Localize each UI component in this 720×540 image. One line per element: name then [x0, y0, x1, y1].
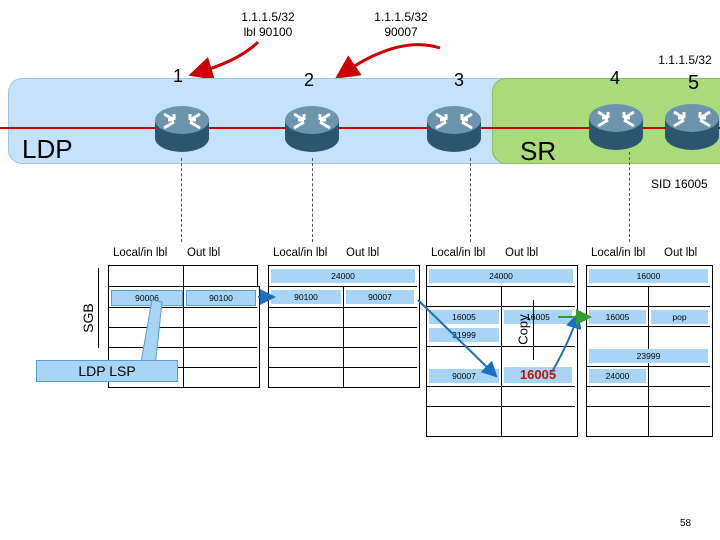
curve-arrow-left	[188, 40, 260, 81]
table3-rowline	[427, 306, 575, 307]
dashed-line-2	[312, 158, 313, 242]
table2-rowline	[269, 367, 417, 368]
table2-rowline	[269, 286, 417, 287]
table3-header-out: Out lbl	[505, 247, 539, 259]
label-table-3: 24000 16005 16005 31999 90007 16005	[426, 265, 578, 437]
table3-row-out-copied: 16005	[504, 367, 572, 383]
table4-rowline	[587, 386, 710, 387]
table4-header-local: Local/in lbl	[591, 247, 646, 259]
table2-header-out: Out lbl	[346, 247, 380, 259]
table1-header-out: Out lbl	[187, 247, 221, 259]
router-number-1: 1	[173, 66, 184, 86]
dashed-line-1	[181, 158, 182, 242]
table2-row-local: 90100	[271, 290, 341, 304]
arrow-copy	[551, 312, 582, 373]
table4-row-srgb-end: 23999	[589, 349, 708, 363]
table1-rowline	[109, 347, 257, 348]
table1-row-local: 90006	[111, 290, 183, 306]
label-text: lbl 90100	[243, 25, 293, 39]
table3-rowline	[427, 346, 575, 347]
prefix-text: 1.1.1.5/32	[241, 10, 295, 24]
table3-row-top: 24000	[429, 269, 573, 283]
table2-header-local: Local/in lbl	[273, 247, 328, 259]
table4-row-out: pop	[651, 310, 708, 324]
router-icon-2	[285, 106, 339, 152]
table2-row-top: 24000	[271, 269, 415, 283]
table3-rowline	[427, 386, 575, 387]
table1-row-out: 90100	[186, 290, 256, 306]
table4-row-top: 16000	[589, 269, 708, 283]
table2-divider	[343, 286, 344, 387]
table1-body: 90006 90100	[108, 286, 260, 388]
table1-rowline	[109, 367, 257, 368]
prefix-label-r5: 1.1.1.5/32	[658, 53, 712, 67]
sr-domain-label: SR	[520, 136, 557, 166]
table1-rowline	[109, 307, 257, 308]
table1-rowline	[109, 327, 257, 328]
table4-rowline	[587, 366, 710, 367]
table4-rowline	[587, 286, 710, 287]
copy-bracket	[533, 300, 534, 360]
label-table-4: 16000 16005 pop 23999 24000	[586, 265, 713, 437]
sgb-bracket	[98, 268, 99, 348]
table3-rowline	[427, 406, 575, 407]
router-number-4: 4	[610, 68, 621, 88]
table3-row-out: 16005	[504, 310, 572, 324]
page-number: 58	[680, 518, 692, 529]
router-icon-5	[665, 104, 719, 150]
table4-rowline	[587, 306, 710, 307]
ldp-domain-label: LDP	[22, 134, 73, 164]
label-text: 90007	[384, 25, 418, 39]
table3-row-local-2: 31999	[429, 328, 499, 342]
table2-rowline	[269, 307, 417, 308]
router-icon-3	[427, 106, 481, 152]
router-icon-4	[589, 104, 643, 150]
table2-rowline	[269, 327, 417, 328]
router-number-3: 3	[454, 70, 465, 90]
table4-rowline	[587, 326, 710, 327]
router-number-5: 5	[688, 72, 700, 94]
ldp-lsp-label: LDP LSP	[36, 360, 178, 382]
dashed-line-4	[629, 152, 630, 242]
sid-label: SID 16005	[651, 177, 708, 191]
table3-rowline	[427, 286, 575, 287]
table3-header-local: Local/in lbl	[431, 247, 486, 259]
table4-rowline	[587, 406, 710, 407]
arrow-t2-t3	[417, 299, 498, 378]
table4-row-local: 16005	[589, 310, 646, 324]
curve-arrow-right	[335, 43, 441, 79]
prefix-label-r2: 1.1.1.5/32 90007	[366, 10, 436, 40]
link-line	[0, 127, 720, 129]
router-number-2: 2	[304, 70, 315, 90]
table2-rowline	[269, 347, 417, 348]
table1-header-local: Local/in lbl	[113, 247, 168, 259]
table1-divider	[183, 287, 184, 387]
prefix-text: 1.1.1.5/32	[374, 10, 428, 24]
label-table-2: 24000 90100 90007	[268, 265, 420, 388]
router-icon-1	[155, 106, 209, 152]
table4-row-local-2: 24000	[589, 369, 646, 383]
table4-header-out: Out lbl	[664, 247, 698, 259]
prefix-label-r1: 1.1.1.5/32 lbl 90100	[233, 10, 303, 40]
dashed-line-3	[470, 158, 471, 242]
table2-row-out: 90007	[346, 290, 414, 304]
table3-row-local: 16005	[429, 310, 499, 324]
table3-divider	[501, 286, 502, 436]
